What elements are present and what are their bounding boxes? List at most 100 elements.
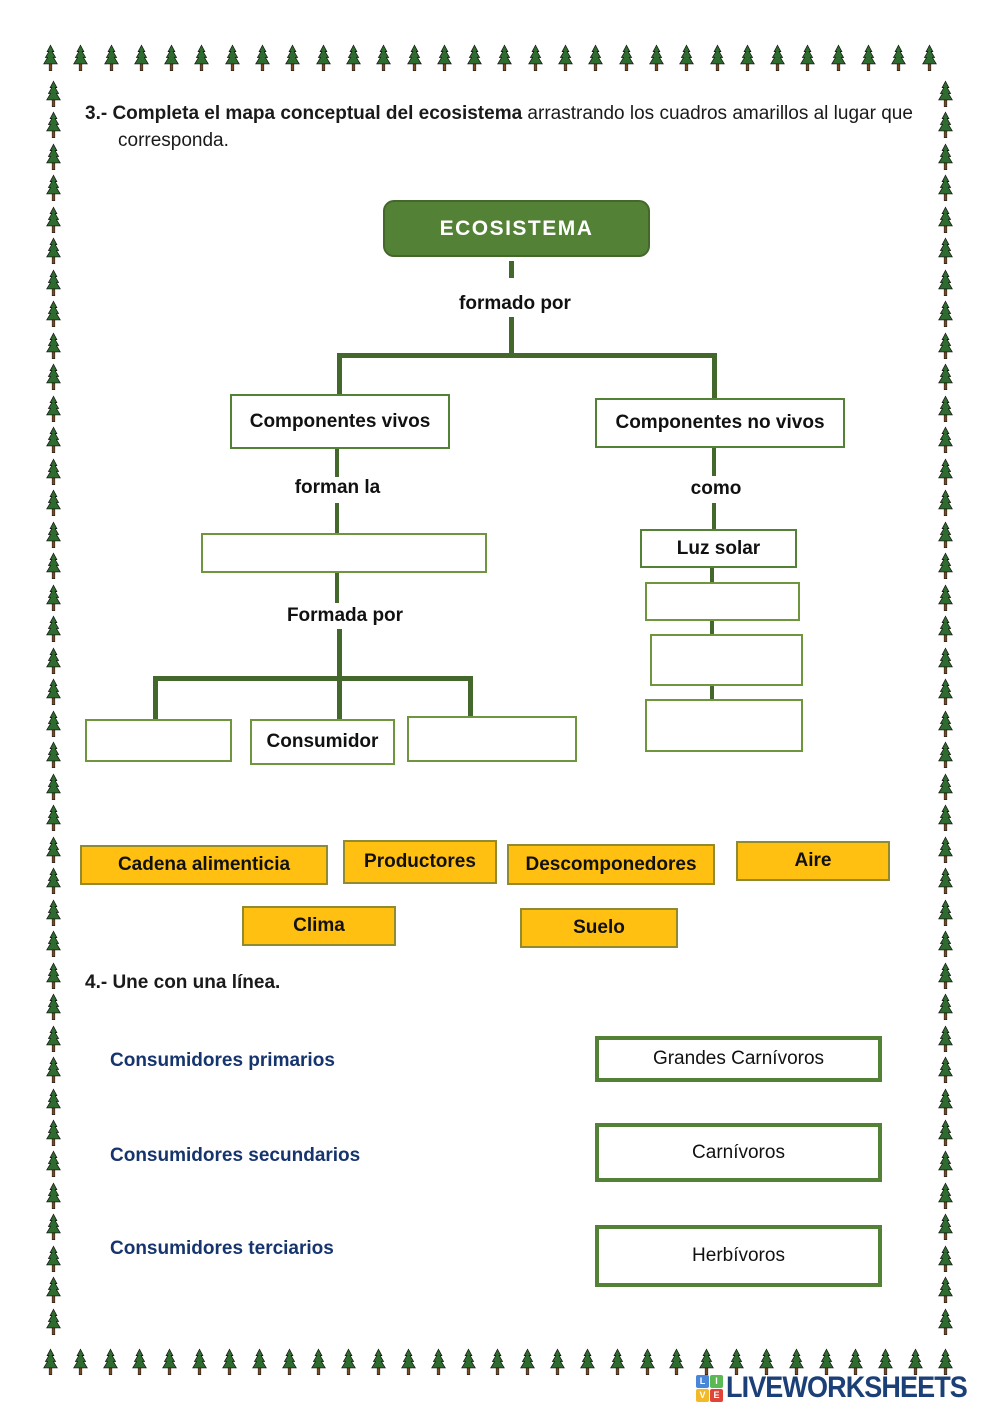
node-luz-solar: Luz solar xyxy=(640,529,797,568)
drag-card-descomponedores[interactable]: Descomponedores xyxy=(507,844,715,885)
match-box-grandes-carnivoros[interactable]: Grandes Carnívoros xyxy=(595,1036,882,1082)
link-label-forman-la: forman la xyxy=(294,477,381,498)
tree-border-right xyxy=(936,80,954,1336)
pine-tree-icon xyxy=(800,44,816,72)
pine-tree-icon xyxy=(460,1348,476,1376)
drop-zone-right-3[interactable] xyxy=(650,634,803,686)
ecosistema-root-node: ECOSISTEMA xyxy=(383,200,650,257)
match-item-consumidores-terciarios[interactable]: Consumidores terciarios xyxy=(110,1238,334,1259)
pine-tree-icon xyxy=(891,44,907,72)
pine-tree-icon xyxy=(649,44,664,72)
drag-card-aire[interactable]: Aire xyxy=(736,841,890,881)
pine-tree-icon xyxy=(45,300,61,328)
drop-zone-left-child-3[interactable] xyxy=(407,716,577,762)
node-componentes-vivos: Componentes vivos xyxy=(230,394,450,449)
ecosistema-root-label: ECOSISTEMA xyxy=(439,216,594,240)
pine-tree-icon xyxy=(937,1182,953,1209)
drag-card-clima[interactable]: Clima xyxy=(242,906,396,946)
pine-tree-icon xyxy=(669,1348,685,1376)
pine-tree-icon xyxy=(490,1348,506,1376)
connector-line xyxy=(712,353,717,398)
pine-tree-icon xyxy=(739,44,755,72)
pine-tree-icon xyxy=(937,1150,953,1178)
pine-tree-icon xyxy=(861,44,876,72)
pine-tree-icon xyxy=(281,1348,297,1376)
pine-tree-icon xyxy=(937,1088,953,1115)
pine-tree-icon xyxy=(45,1308,61,1335)
link-label-como: como xyxy=(690,478,742,499)
node-consumidor: Consumidor xyxy=(250,719,395,765)
pine-tree-icon xyxy=(192,1348,208,1376)
connector-line xyxy=(509,261,514,278)
pine-tree-icon xyxy=(194,44,210,72)
tree-border-top xyxy=(42,40,938,72)
pine-tree-icon xyxy=(937,237,953,265)
drop-zone-left-main[interactable] xyxy=(201,533,487,573)
pine-tree-icon xyxy=(45,993,61,1021)
connector-line xyxy=(153,676,158,719)
pine-tree-icon xyxy=(45,143,61,170)
question-4-instructions: 4.- Une con una línea. xyxy=(85,972,281,993)
connector-line xyxy=(337,353,717,358)
pine-tree-icon xyxy=(341,1348,357,1376)
pine-tree-icon xyxy=(45,584,61,611)
connector-line xyxy=(337,676,342,719)
pine-tree-icon xyxy=(937,458,953,485)
match-item-consumidores-secundarios[interactable]: Consumidores secundarios xyxy=(110,1145,361,1166)
pine-tree-icon xyxy=(937,426,953,454)
pine-tree-icon xyxy=(45,899,61,926)
connector-line xyxy=(712,503,716,529)
pine-tree-icon xyxy=(937,174,953,202)
drop-zone-right-2[interactable] xyxy=(645,582,800,621)
pine-tree-icon xyxy=(937,773,953,800)
pine-tree-icon xyxy=(45,741,61,769)
pine-tree-icon xyxy=(45,804,61,832)
pine-tree-icon xyxy=(45,363,61,391)
pine-tree-icon xyxy=(43,1348,58,1376)
drop-zone-left-child-1[interactable] xyxy=(85,719,232,762)
pine-tree-icon xyxy=(45,1245,61,1272)
drag-card-suelo[interactable]: Suelo xyxy=(520,908,678,948)
pine-tree-icon xyxy=(251,1348,267,1376)
connector-line xyxy=(335,449,339,477)
pine-tree-icon xyxy=(937,836,953,863)
pine-tree-icon xyxy=(132,1348,148,1376)
pine-tree-icon xyxy=(588,44,604,72)
pine-tree-icon xyxy=(102,1348,118,1376)
match-box-label: Carnívoros xyxy=(692,1141,785,1163)
pine-tree-icon xyxy=(133,44,149,72)
pine-tree-icon xyxy=(285,44,301,72)
drop-zone-right-4[interactable] xyxy=(645,699,803,752)
pine-tree-icon xyxy=(73,44,89,72)
match-item-consumidores-primarios[interactable]: Consumidores primarios xyxy=(110,1050,335,1071)
pine-tree-icon xyxy=(937,395,953,422)
pine-tree-icon xyxy=(937,741,953,769)
pine-tree-icon xyxy=(371,1348,387,1376)
pine-tree-icon xyxy=(45,836,61,863)
pine-tree-icon xyxy=(45,458,61,485)
pine-tree-icon xyxy=(639,1348,655,1376)
node-consumidor-label: Consumidor xyxy=(266,731,379,752)
pine-tree-icon xyxy=(618,44,634,72)
pine-tree-icon xyxy=(770,44,786,72)
link-label-formado-por: formado por xyxy=(459,293,571,314)
pine-tree-icon xyxy=(848,1348,864,1376)
match-box-carnivoros[interactable]: Carnívoros xyxy=(595,1123,882,1182)
pine-tree-icon xyxy=(45,615,61,643)
drag-card-cadena-alimenticia[interactable]: Cadena alimenticia xyxy=(80,845,328,885)
pine-tree-icon xyxy=(937,710,953,737)
pine-tree-icon xyxy=(937,269,953,296)
pine-tree-icon xyxy=(164,44,180,72)
match-box-herbivoros[interactable]: Herbívoros xyxy=(595,1225,882,1287)
pine-tree-icon xyxy=(401,1348,416,1376)
pine-tree-icon xyxy=(311,1348,327,1376)
pine-tree-icon xyxy=(937,363,953,391)
pine-tree-icon xyxy=(937,647,953,674)
pine-tree-icon xyxy=(937,584,953,611)
connector-line xyxy=(335,573,339,603)
pine-tree-icon xyxy=(937,80,953,108)
pine-tree-icon xyxy=(45,867,61,895)
liveworksheets-logo-icon: L I V E xyxy=(696,1374,723,1402)
drag-card-productores[interactable]: Productores xyxy=(343,840,497,884)
